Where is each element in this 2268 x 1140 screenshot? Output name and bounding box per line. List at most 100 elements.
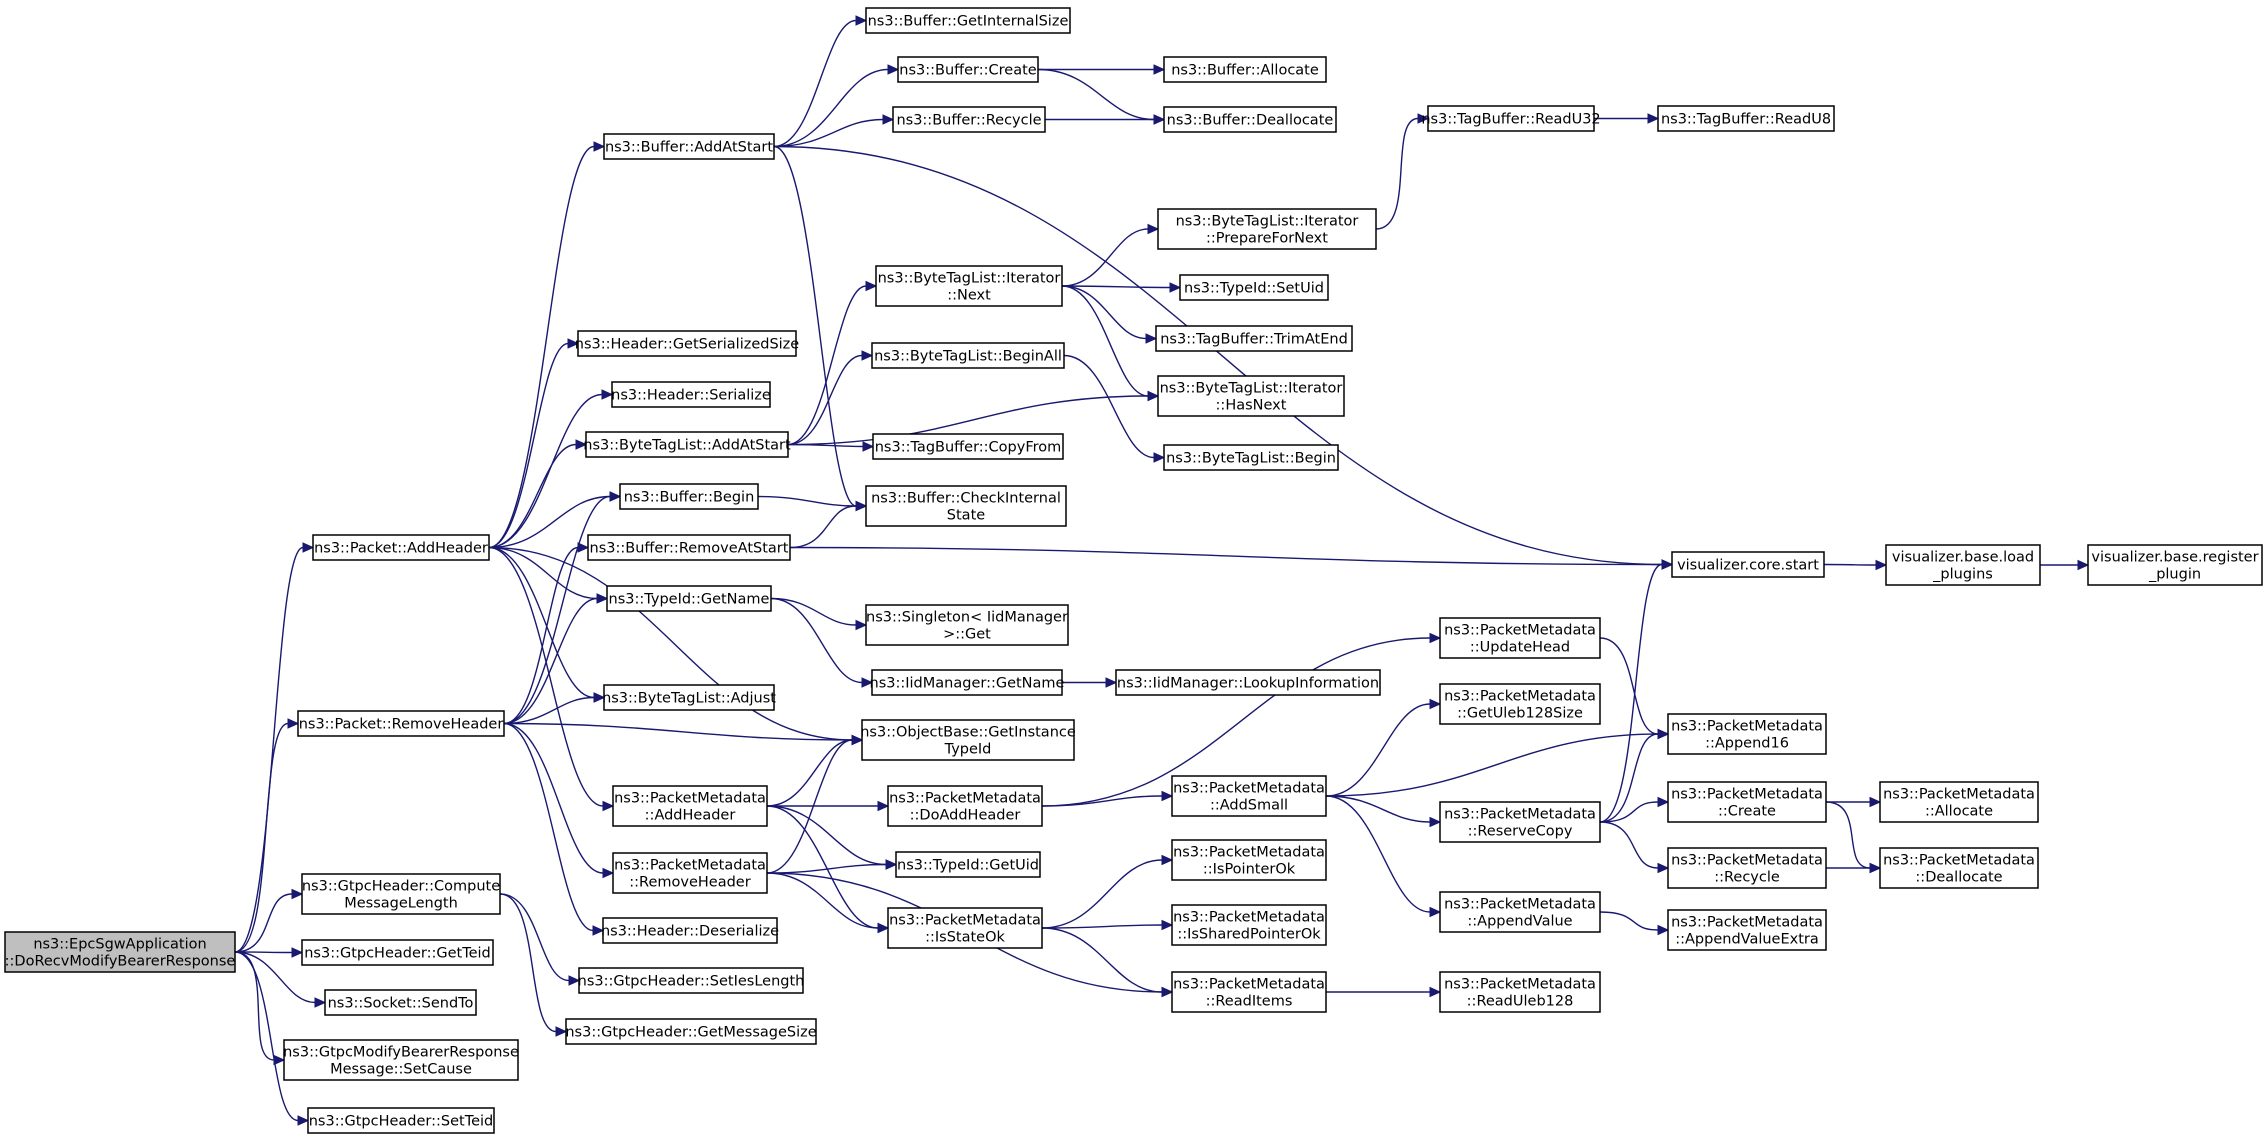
node-sendto[interactable]: ns3::Socket::SendTo <box>324 989 477 1016</box>
node-pm-isstateok[interactable]: ns3::PacketMetadata::IsStateOk <box>887 907 1043 949</box>
node-pm-readitems[interactable]: ns3::PacketMetadata::ReadItems <box>1171 971 1327 1013</box>
node-label: ns3::GtpcHeader::SetTeid <box>309 1114 494 1130</box>
edge-pm-reservecopy-to-pm-recycle <box>1599 821 1670 874</box>
node-box <box>1427 105 1595 132</box>
node-label: ns3::ByteTagList::AddAtStart <box>583 438 791 454</box>
node-typeid-getuid[interactable]: ns3::TypeId::GetUid <box>895 851 1041 878</box>
node-btl-it-next[interactable]: ns3::ByteTagList::Iterator::Next <box>875 265 1063 307</box>
node-tb-readu8[interactable]: ns3::TagBuffer::ReadU8 <box>1657 105 1835 132</box>
node-iid-lookupinfo[interactable]: ns3::IidManager::LookupInformation <box>1115 669 1381 696</box>
node-pm-updatehead[interactable]: ns3::PacketMetadata::UpdateHead <box>1439 617 1601 659</box>
node-buf-begin[interactable]: ns3::Buffer::Begin <box>619 483 759 510</box>
node-addheader[interactable]: ns3::Packet::AddHeader <box>312 534 490 561</box>
node-setcause[interactable]: ns3::GtpcModifyBearerResponseMessage::Se… <box>283 1039 519 1081</box>
node-btl-it-preparefornext[interactable]: ns3::ByteTagList::Iterator::PrepareForNe… <box>1157 208 1377 250</box>
node-label: _plugins <box>1932 567 1993 583</box>
edge-buf-create-to-buf-allocate <box>1038 64 1166 75</box>
node-box <box>603 133 775 160</box>
node-hdr-deserialize[interactable]: ns3::Header::Deserialize <box>601 917 779 944</box>
node-singleton-get[interactable]: ns3::Singleton< IidManager>::Get <box>865 604 1069 646</box>
node-pm-appendvalue[interactable]: ns3::PacketMetadata::AppendValue <box>1439 891 1601 933</box>
node-pm-issharedpointerok[interactable]: ns3::PacketMetadata::IsSharedPointerOk <box>1171 904 1327 946</box>
node-typeid-getname[interactable]: ns3::TypeId::GetName <box>606 585 772 612</box>
node-label: ::Allocate <box>1925 804 1993 820</box>
node-typeid-setuid[interactable]: ns3::TypeId::SetUid <box>1179 274 1329 301</box>
node-label: ns3::GtpcHeader::SetIesLength <box>578 974 805 990</box>
node-label: ns3::PacketMetadata <box>1173 910 1325 926</box>
node-btl-it-hasnext[interactable]: ns3::ByteTagList::Iterator::HasNext <box>1157 375 1345 417</box>
node-tb-copyfrom[interactable]: ns3::TagBuffer::CopyFrom <box>872 433 1064 460</box>
node-pm-reservecopy[interactable]: ns3::PacketMetadata::ReserveCopy <box>1439 801 1601 843</box>
node-pm-deallocate[interactable]: ns3::PacketMetadata::Deallocate <box>1879 847 2039 889</box>
node-label: ns3::PacketMetadata <box>1671 915 1823 931</box>
node-buf-removeatstart[interactable]: ns3::Buffer::RemoveAtStart <box>587 534 791 561</box>
node-label: ns3::EpcSgwApplication <box>33 937 206 953</box>
node-box <box>565 1018 817 1045</box>
node-tb-trimatend[interactable]: ns3::TagBuffer::TrimAtEnd <box>1155 325 1353 352</box>
node-buf-recycle[interactable]: ns3::Buffer::Recycle <box>892 106 1046 133</box>
node-pm-ispointerok[interactable]: ns3::PacketMetadata::IsPointerOk <box>1171 839 1327 881</box>
edge-computelen-to-gh-setieslength <box>499 893 581 986</box>
node-buf-create[interactable]: ns3::Buffer::Create <box>897 56 1039 83</box>
node-pm-allocate[interactable]: ns3::PacketMetadata::Allocate <box>1879 781 2039 823</box>
edge-buf-removeatstart-to-vis-core-start <box>789 546 1674 570</box>
node-pm-getuleb128size[interactable]: ns3::PacketMetadata::GetUleb128Size <box>1439 683 1601 725</box>
node-label: ns3::Buffer::CheckInternal <box>871 491 1061 507</box>
node-pm-doaddheader[interactable]: ns3::PacketMetadata::DoAddHeader <box>887 785 1043 827</box>
node-pm-recycle[interactable]: ns3::PacketMetadata::Recycle <box>1667 847 1827 889</box>
node-setteid[interactable]: ns3::GtpcHeader::SetTeid <box>307 1107 495 1134</box>
edge-root-to-removeheader <box>234 718 300 953</box>
node-box <box>312 534 490 561</box>
edge-addheader-to-pm-addheader <box>488 546 615 812</box>
node-btl-begin[interactable]: ns3::ByteTagList::Begin <box>1163 444 1339 471</box>
node-label: ns3::TypeId::GetName <box>609 592 770 608</box>
node-label: ns3::PacketMetadata <box>1173 781 1325 797</box>
node-label: ns3::ByteTagList::BeginAll <box>874 349 1062 365</box>
node-pm-removeheader[interactable]: ns3::PacketMetadata::RemoveHeader <box>612 852 768 894</box>
node-box <box>897 56 1039 83</box>
node-btl-beginall[interactable]: ns3::ByteTagList::BeginAll <box>871 342 1065 369</box>
node-pm-append16[interactable]: ns3::PacketMetadata::Append16 <box>1667 713 1827 755</box>
node-getteid[interactable]: ns3::GtpcHeader::GetTeid <box>301 939 494 966</box>
node-buf-getinternalsize[interactable]: ns3::Buffer::GetInternalSize <box>865 7 1071 34</box>
node-box <box>587 534 791 561</box>
node-btl-addatstart[interactable]: ns3::ByteTagList::AddAtStart <box>583 431 791 458</box>
node-buf-deallocate[interactable]: ns3::Buffer::Deallocate <box>1163 106 1337 133</box>
edge-pm-addsmall-to-pm-append16 <box>1325 728 1670 797</box>
node-tb-readu32[interactable]: ns3::TagBuffer::ReadU32 <box>1421 105 1601 132</box>
node-pm-readuleb128[interactable]: ns3::PacketMetadata::ReadUleb128 <box>1439 971 1601 1013</box>
node-box <box>297 710 505 737</box>
edge-buf-addatstart-to-buf-create <box>773 64 900 148</box>
node-pm-appendvalueextra[interactable]: ns3::PacketMetadata::AppendValueExtra <box>1667 909 1827 951</box>
node-removeheader[interactable]: ns3::Packet::RemoveHeader <box>297 710 505 737</box>
node-vis-core-start[interactable]: visualizer.core.start <box>1671 551 1825 578</box>
node-hdr-getsersize[interactable]: ns3::Header::GetSerializedSize <box>575 330 800 357</box>
node-pm-addsmall[interactable]: ns3::PacketMetadata::AddSmall <box>1171 775 1327 817</box>
node-label: ::Deallocate <box>1915 870 2002 886</box>
node-hdr-serialize[interactable]: ns3::Header::Serialize <box>611 381 771 408</box>
node-label: ::Create <box>1718 804 1776 820</box>
node-buf-addatstart[interactable]: ns3::Buffer::AddAtStart <box>603 133 775 160</box>
node-btl-adjust[interactable]: ns3::ByteTagList::Adjust <box>602 684 776 711</box>
edge-buf-addatstart-to-buf-recycle <box>773 114 895 148</box>
node-buf-allocate[interactable]: ns3::Buffer::Allocate <box>1163 56 1327 83</box>
node-iid-getname[interactable]: ns3::IidManager::GetName <box>870 669 1065 696</box>
node-root[interactable]: ns3::EpcSgwApplication::DoRecvModifyBear… <box>4 931 236 973</box>
node-vis-base-loadplugins[interactable]: visualizer.base.load_plugins <box>1885 544 2041 586</box>
node-pm-addheader[interactable]: ns3::PacketMetadata::AddHeader <box>612 785 768 827</box>
edge-btl-it-preparefornext-to-tb-readu32 <box>1375 113 1430 230</box>
node-gh-getmsgsize[interactable]: ns3::GtpcHeader::GetMessageSize <box>565 1018 817 1045</box>
node-label: ns3::TagBuffer::TrimAtEnd <box>1160 332 1348 348</box>
node-box <box>301 873 501 915</box>
edge-typeid-getname-to-singleton-get <box>770 597 868 631</box>
node-box <box>1439 971 1601 1013</box>
node-label: ::ReadUleb128 <box>1467 994 1574 1010</box>
node-vis-base-registerplugin[interactable]: visualizer.base.register_plugin <box>2087 544 2263 586</box>
node-gh-setieslength[interactable]: ns3::GtpcHeader::SetIesLength <box>578 967 805 994</box>
node-pm-create[interactable]: ns3::PacketMetadata::Create <box>1667 781 1827 823</box>
node-label: ns3::ByteTagList::Adjust <box>602 691 776 707</box>
node-box <box>307 1107 495 1134</box>
